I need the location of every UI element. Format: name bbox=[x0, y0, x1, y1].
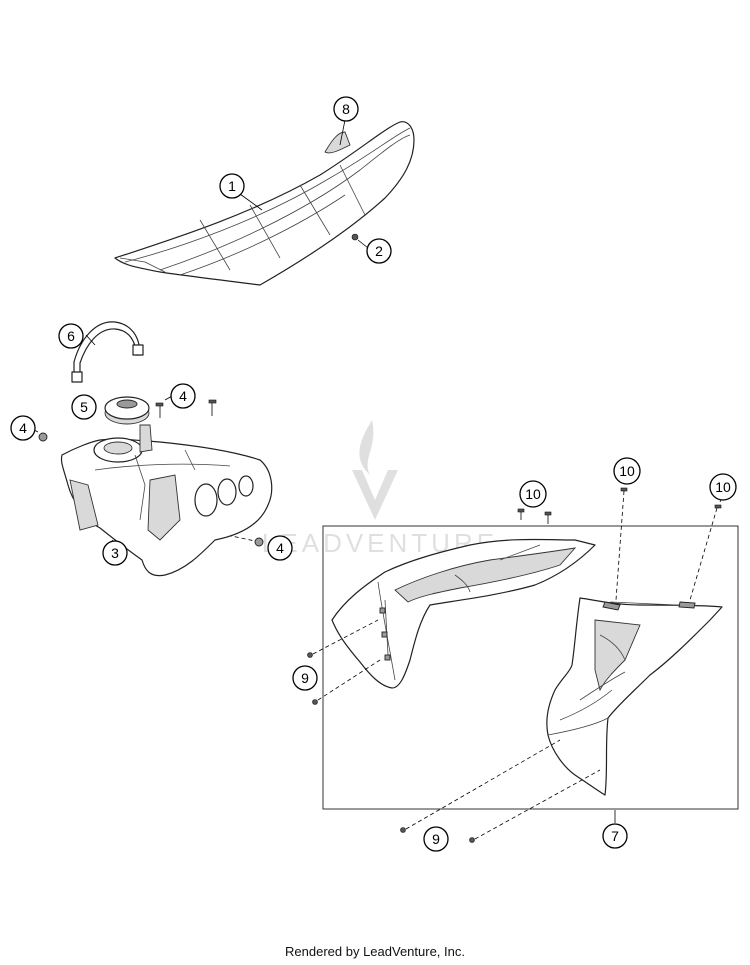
footer-credit: Rendered by LeadVenture, Inc. bbox=[285, 944, 465, 959]
svg-text:4: 4 bbox=[179, 388, 187, 404]
side-panels-group-box bbox=[322, 525, 739, 810]
tank-screw-top bbox=[155, 402, 164, 418]
seat bbox=[114, 121, 415, 286]
tank-grommet-left bbox=[38, 432, 48, 442]
svg-text:10: 10 bbox=[525, 486, 541, 502]
callout-9-upper: 9 bbox=[292, 665, 318, 691]
left-side-panel bbox=[331, 538, 596, 689]
svg-text:9: 9 bbox=[301, 670, 309, 686]
callout-8: 8 bbox=[333, 96, 359, 122]
svg-text:5: 5 bbox=[80, 399, 88, 415]
leadventure-watermark: LEADVENTURE bbox=[262, 420, 494, 558]
callout-10-middle: 10 bbox=[613, 457, 641, 485]
svg-text:2: 2 bbox=[375, 243, 383, 259]
fuel-tank bbox=[60, 424, 273, 577]
callout-4-right: 4 bbox=[267, 535, 293, 561]
svg-text:7: 7 bbox=[611, 828, 619, 844]
callout-3: 3 bbox=[102, 540, 128, 566]
fuel-cap bbox=[104, 396, 150, 425]
right-side-panel bbox=[546, 597, 723, 796]
callout-9-lower: 9 bbox=[423, 826, 449, 852]
callout-2: 2 bbox=[366, 238, 392, 264]
svg-text:9: 9 bbox=[432, 831, 440, 847]
callout-4-top: 4 bbox=[170, 383, 196, 409]
svg-text:1: 1 bbox=[228, 178, 236, 194]
svg-text:10: 10 bbox=[619, 463, 635, 479]
svg-text:4: 4 bbox=[276, 540, 284, 556]
svg-text:8: 8 bbox=[342, 101, 350, 117]
callout-6: 6 bbox=[58, 323, 84, 349]
svg-text:10: 10 bbox=[715, 479, 731, 495]
breather-hose bbox=[71, 321, 144, 383]
svg-text:4: 4 bbox=[19, 420, 27, 436]
callout-10-right: 10 bbox=[709, 473, 737, 501]
callout-4-left: 4 bbox=[10, 415, 36, 441]
svg-text:6: 6 bbox=[67, 328, 75, 344]
tank-screw-top-2 bbox=[208, 399, 217, 416]
seat-bolt bbox=[351, 233, 359, 241]
callout-7: 7 bbox=[602, 823, 628, 849]
callout-1: 1 bbox=[219, 173, 245, 199]
tank-grommet-right bbox=[254, 537, 264, 547]
callout-5: 5 bbox=[71, 394, 97, 420]
svg-text:3: 3 bbox=[111, 545, 119, 561]
callout-10-left: 10 bbox=[519, 480, 547, 508]
